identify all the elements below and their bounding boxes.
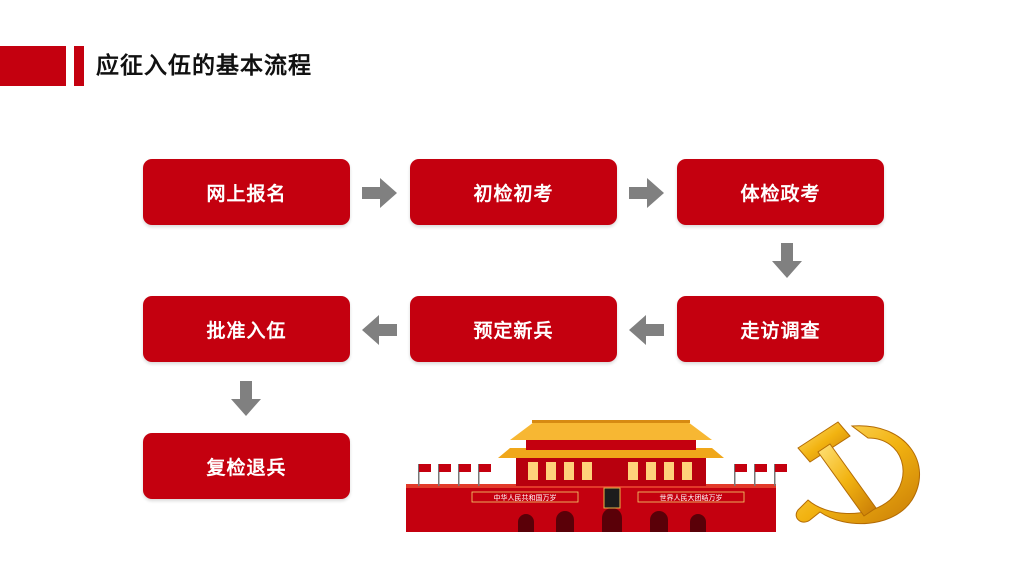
header-accent-bar: [0, 46, 66, 86]
step-physical-political-exam[interactable]: 体检政考: [677, 159, 884, 225]
arrow-left-icon: [362, 315, 397, 345]
banner-left-text: 中华人民共和国万岁: [494, 493, 557, 502]
arrow-down-icon: [231, 381, 261, 416]
party-emblem-icon: [795, 421, 921, 525]
page-title: 应征入伍的基本流程: [96, 53, 312, 79]
step-visit-investigation[interactable]: 走访调查: [677, 296, 884, 362]
arrow-right-icon: [362, 178, 397, 208]
step-online-registration[interactable]: 网上报名: [143, 159, 350, 225]
step-recheck-return[interactable]: 复检退兵: [143, 433, 350, 499]
arrow-right-icon: [629, 178, 664, 208]
arrow-down-icon: [772, 243, 802, 278]
header-accent-marker: [74, 46, 84, 86]
step-preliminary-recruit[interactable]: 预定新兵: [410, 296, 617, 362]
step-preliminary-check[interactable]: 初检初考: [410, 159, 617, 225]
tiananmen-illustration: 中华人民共和国万岁 世界人民大团结万岁: [406, 420, 921, 532]
banner-right-text: 世界人民大团结万岁: [660, 493, 723, 502]
arrow-left-icon: [629, 315, 664, 345]
step-approve-enlistment[interactable]: 批准入伍: [143, 296, 350, 362]
